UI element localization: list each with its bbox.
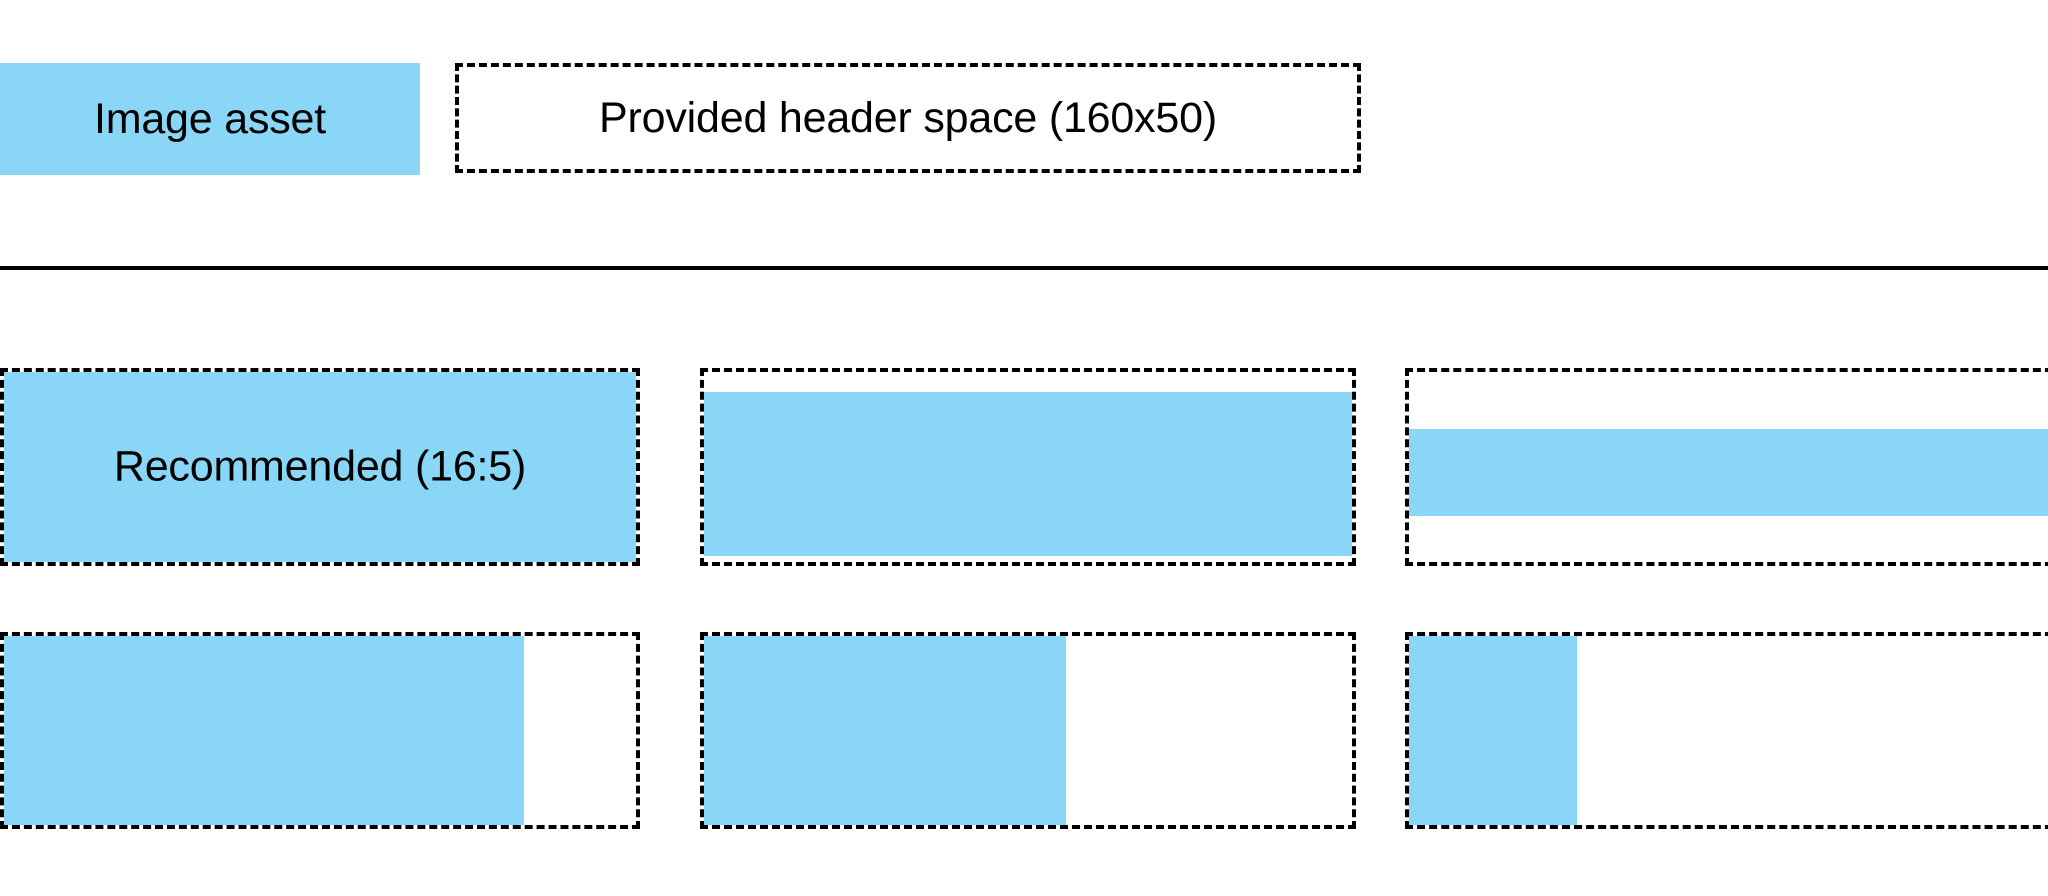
sample-row2-col2 xyxy=(700,632,1356,829)
sample-fill xyxy=(4,636,524,825)
sample-row1-col2 xyxy=(700,368,1356,566)
image-asset-swatch: Image asset xyxy=(0,63,420,175)
image-asset-label: Image asset xyxy=(93,94,327,143)
section-divider xyxy=(0,266,2048,270)
sample-row2-col3 xyxy=(1405,632,2048,829)
sample-fill xyxy=(704,636,1066,825)
sample-fill xyxy=(704,392,1352,556)
sample-fill xyxy=(1409,429,2048,516)
sample-row1-col1: Recommended (16:5) xyxy=(0,368,640,566)
sample-row2-col1 xyxy=(0,632,640,829)
sample-fill xyxy=(1409,636,1577,825)
provided-header-space-box: Provided header space (160x50) xyxy=(455,63,1361,173)
provided-header-space-label: Provided header space (160x50) xyxy=(599,93,1217,142)
sample-fill xyxy=(4,372,636,562)
sample-row1-col3 xyxy=(1405,368,2048,566)
